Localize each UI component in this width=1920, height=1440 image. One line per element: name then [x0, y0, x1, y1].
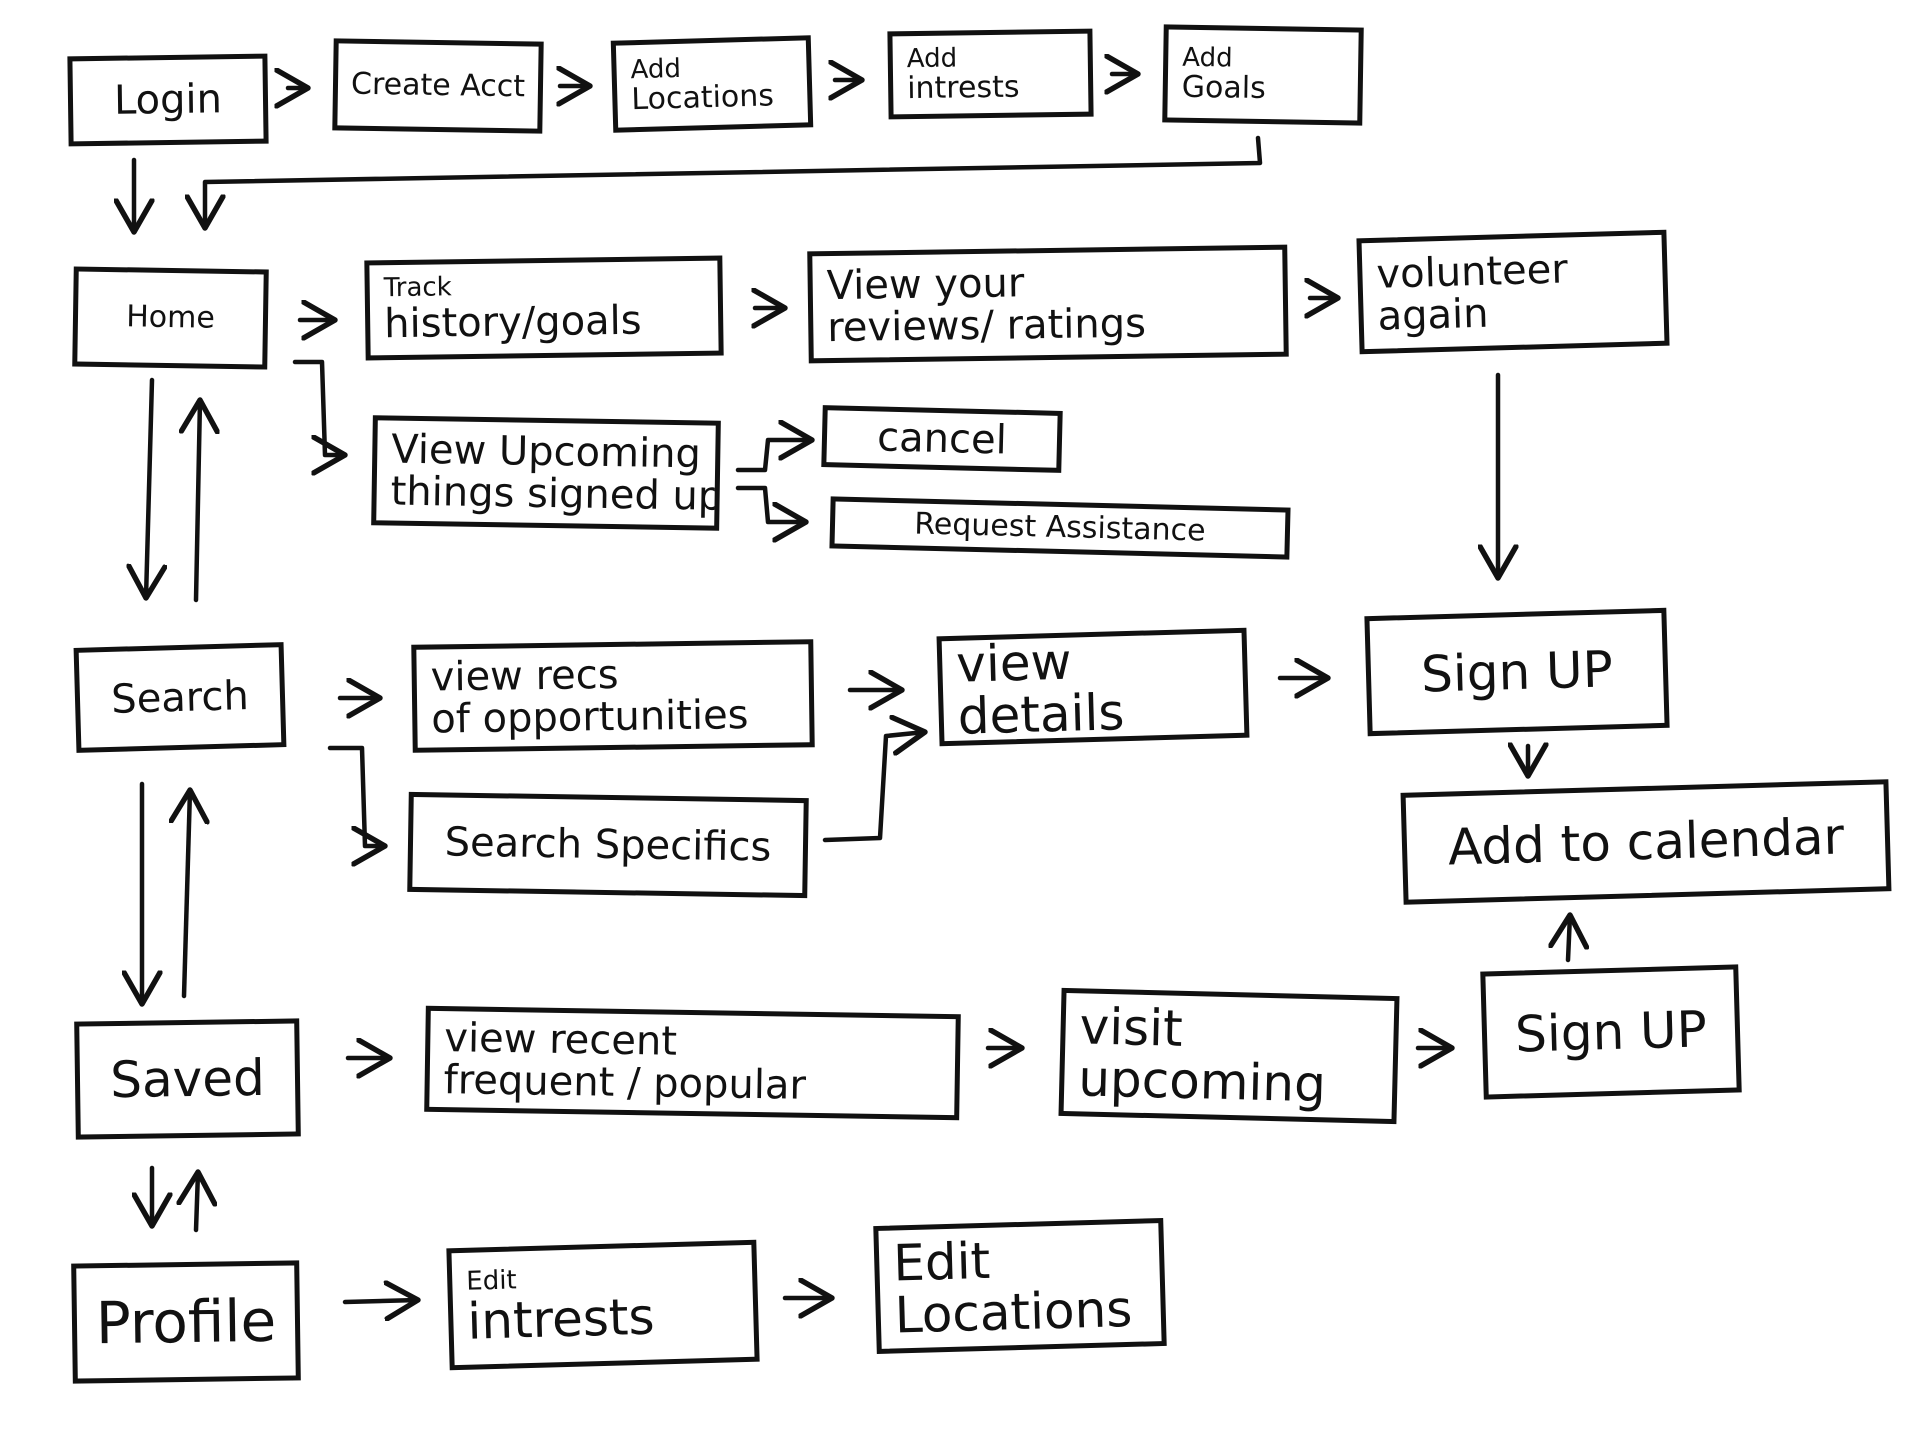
node-sign-up-top-label: Sign UP [1420, 640, 1614, 704]
node-add-intrests: Add intrests [887, 28, 1094, 120]
node-add-goals: Add Goals [1162, 24, 1364, 126]
node-view-details-line1: view [955, 632, 1073, 694]
node-login-label: Login [113, 76, 223, 124]
node-sign-up-bottom-label: Sign UP [1514, 1000, 1708, 1064]
node-view-details-line2: details [956, 683, 1126, 746]
node-request-assistance-label: Request Assistance [913, 506, 1207, 549]
node-add-to-calendar-label: Add to calendar [1447, 807, 1845, 877]
node-view-reviews-line2: reviews/ ratings [826, 300, 1147, 352]
node-view-upcoming: View Upcoming things signed up [371, 415, 721, 531]
node-add-goals-line2: Goals [1181, 69, 1267, 106]
edge-search-to-search-specifics [327, 745, 385, 846]
node-view-details: view details [936, 627, 1250, 747]
edge-saved-to-search [184, 790, 190, 999]
edge-home-to-search [146, 377, 152, 598]
node-add-locations-line2: Locations [630, 78, 775, 118]
edge-search-to-home [196, 400, 200, 603]
node-search: Search [73, 642, 287, 753]
node-edit-locations: Edit Locations [873, 1217, 1167, 1355]
node-view-recs-line2: of opportunities [430, 692, 749, 743]
node-saved-label: Saved [109, 1048, 266, 1109]
edge-home-to-view-upcoming [292, 359, 345, 455]
edge-view-upcoming-to-cancel [735, 440, 812, 473]
node-view-recs: view recs of opportunities [411, 639, 815, 753]
node-edit-locations-line2: Locations [893, 1279, 1134, 1345]
node-saved: Saved [74, 1018, 301, 1140]
node-add-locations: Add Locations [610, 35, 814, 133]
node-search-specifics: Search Specifics [407, 791, 809, 899]
node-create-acct: Create Acct [332, 38, 544, 134]
node-create-acct-label: Create Acct [350, 66, 526, 105]
node-edit-intrests-line2: intrests [466, 1287, 656, 1352]
node-profile: Profile [71, 1260, 301, 1384]
node-view-upcoming-line2: things signed up [390, 468, 721, 520]
node-home: Home [72, 266, 269, 370]
edge-sign-up-bottom-to-add-to-calendar [1568, 915, 1570, 963]
node-search-specifics-label: Search Specifics [444, 819, 772, 871]
node-sign-up-top: Sign UP [1364, 607, 1670, 737]
node-volunteer-again-line2: again [1376, 290, 1490, 340]
edge-profile-to-edit-intrests [342, 1300, 418, 1302]
node-visit-upcoming: visit upcoming [1058, 987, 1400, 1125]
node-sign-up-bottom: Sign UP [1480, 964, 1742, 1100]
node-track-history-line2: history/goals [383, 297, 642, 347]
node-home-label: Home [125, 299, 216, 336]
node-cancel: cancel [821, 405, 1063, 473]
node-volunteer-again: volunteer again [1356, 229, 1670, 355]
node-add-intrests-line2: intrests [906, 69, 1020, 107]
node-track-history: Track history/goals [364, 255, 724, 361]
node-search-label: Search [110, 672, 250, 723]
node-visit-upcoming-line2: upcoming [1077, 1049, 1327, 1114]
node-add-intrests-line1: Add [906, 43, 958, 74]
node-view-recent-line2: frequent / popular [443, 1057, 807, 1109]
node-cancel-label: cancel [876, 414, 1008, 464]
node-profile-label: Profile [95, 1286, 277, 1357]
node-view-reviews-line1: View your [826, 260, 1025, 310]
edge-view-upcoming-to-request-assistance [735, 485, 806, 522]
node-view-recent: view recent frequent / popular [424, 1005, 961, 1121]
node-login: Login [67, 53, 269, 147]
node-view-reviews: View your reviews/ ratings [807, 244, 1289, 364]
edge-profile-to-saved [196, 1172, 198, 1233]
edge-add-goals-to-home [205, 135, 1263, 228]
node-add-to-calendar: Add to calendar [1400, 779, 1892, 905]
node-edit-intrests: Edit intrests [446, 1239, 760, 1371]
edge-search-specifics-to-view-details [822, 732, 925, 843]
